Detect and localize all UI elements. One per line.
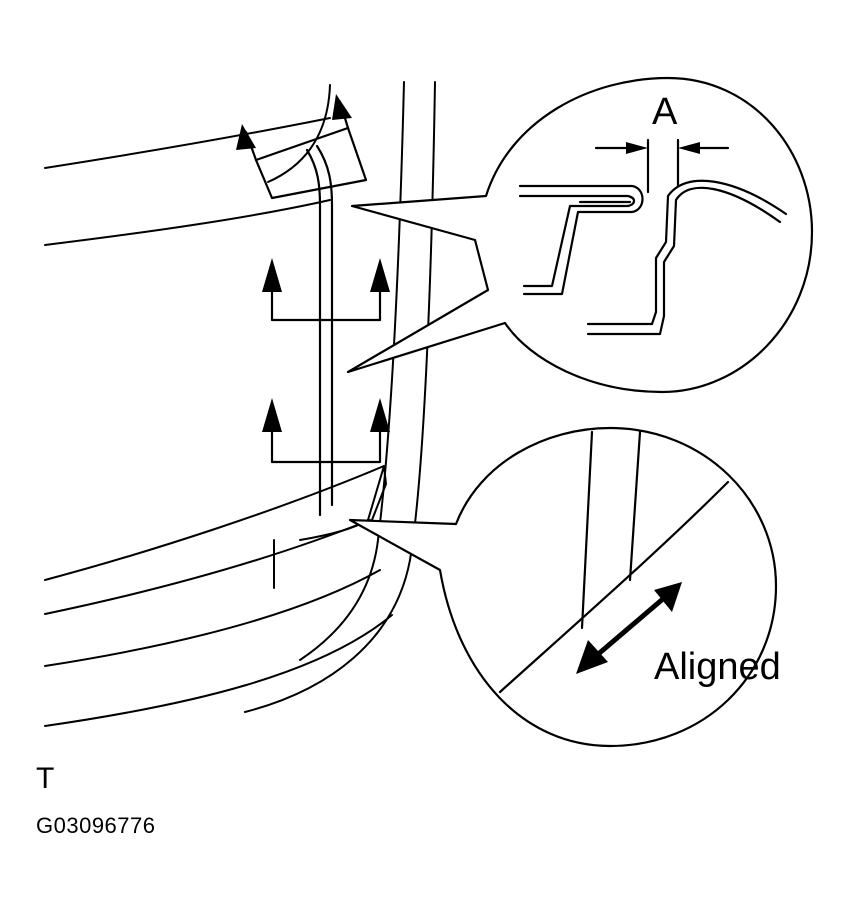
- aligned-edge-2: [628, 430, 642, 582]
- callout-bubble-lower: [348, 426, 778, 748]
- lower-contour-2: [44, 519, 371, 615]
- arrow-head-mid-left: [262, 258, 282, 292]
- retainer-section-inner: [586, 179, 788, 326]
- detail-callout-aligned: [348, 426, 778, 748]
- lower-clip-arrows: [262, 398, 390, 464]
- upper-contour-1: [44, 117, 331, 169]
- arrow-head-low-left: [262, 398, 282, 432]
- aligned-contour: [498, 480, 730, 694]
- panel-section-inner: [518, 194, 636, 288]
- upper-contour-2: [44, 199, 331, 246]
- bumper-body: [44, 81, 436, 727]
- aligned-arrow-head-upper: [654, 582, 682, 612]
- retainer-strip: [305, 144, 334, 517]
- figure-code: G03096776: [36, 813, 156, 838]
- reflector-outline: [367, 465, 387, 521]
- aligned-edge-1: [580, 430, 594, 630]
- aligned-arrow-shaft: [593, 595, 667, 659]
- fascia-edge-inner: [244, 81, 436, 713]
- arrow-head-upper-left: [236, 124, 256, 150]
- view-marker: T: [36, 762, 55, 795]
- corner-curve: [267, 84, 331, 183]
- arrow-head-mid-right: [370, 258, 390, 292]
- panel-section-outer: [518, 184, 644, 296]
- detail-callout-gap: [346, 76, 814, 394]
- aligned-arrow-head-lower: [576, 640, 608, 674]
- lower-contour-4: [44, 614, 393, 727]
- dimension-label-a: A: [652, 91, 678, 133]
- upper-clip-arrows: [236, 94, 368, 200]
- middle-clip-arrows: [262, 258, 390, 322]
- retainer-section-outer: [586, 186, 782, 336]
- lower-contour-3: [44, 569, 381, 667]
- aligned-label: Aligned: [654, 646, 781, 688]
- callout-bubble-upper: [346, 76, 814, 394]
- arrow-head-low-right: [370, 398, 390, 432]
- arrow-head-upper-right: [332, 94, 352, 120]
- lower-contour-1: [44, 465, 385, 581]
